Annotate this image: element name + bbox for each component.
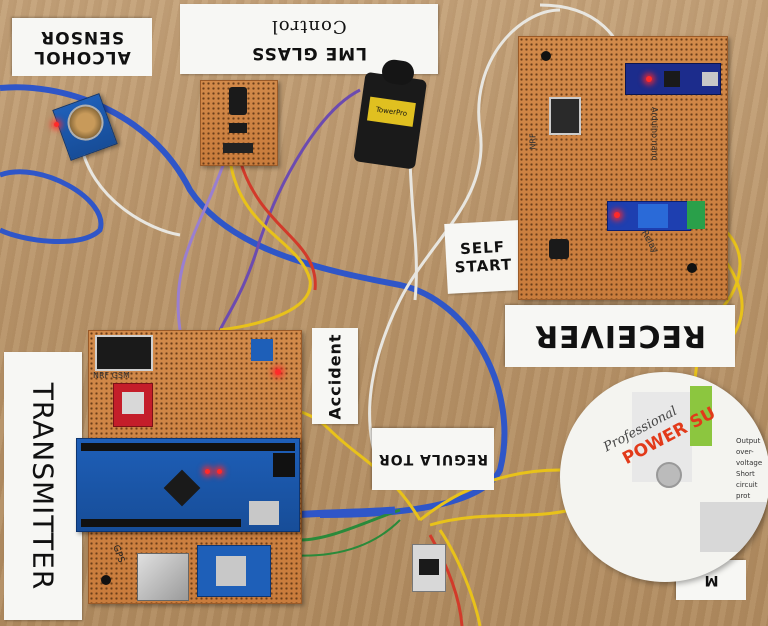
accident-sensor [251,339,273,361]
accident-text: Accident [325,332,345,420]
gps-text: GPS [110,543,126,565]
relay-module [607,201,691,231]
blue-cable-loop [0,169,104,244]
nrf-text-rx: NRF [528,133,538,150]
receiver-text: RECEIVER [533,318,707,354]
lme-glass-text: LME GLASS [251,42,367,63]
mini-usb-port [702,72,718,86]
ps-spec-lines: Output over-voltage Short circuit prot [736,436,768,502]
mega-header-top [81,443,295,451]
white-wire-receiver [368,8,561,471]
relay-cube [638,204,668,228]
mega-chip [163,469,201,507]
header-pins [223,143,253,153]
nrf-module-rx [549,97,581,135]
dc-jack [273,453,295,477]
ps-spec-line: Output over-voltage [736,437,763,467]
glass-control-pcb [200,80,278,166]
screw-hole-icon [541,51,551,61]
power-supply-green-stripe [690,386,712,446]
gps-chip-icon [216,556,246,586]
mega-led [217,469,222,474]
switch-base [229,123,247,133]
nrf-gsm-text-wrap: NRF GSM [93,371,130,380]
relay-text-wrap: Relay [639,229,660,255]
alcohol-sensor-text: ALCOHOL SENSOR [33,27,131,67]
usb-b-port [249,501,279,525]
nano-led [646,76,652,82]
voltage-regulator [412,544,446,592]
power-supply: Professional POWER SU Output over-voltag… [560,372,768,582]
regulator-text: REGULA TOR [377,451,489,467]
relay-terminal [687,201,705,229]
gps-text-wrap: GPS [110,544,126,564]
nrf-text-wrap-rx: NRF [529,133,538,149]
control-text: Control [271,15,347,37]
accident-label: Accident [312,328,358,424]
white-wire-sensor [78,139,181,237]
alcohol-sensor-label: ALCOHOL SENSOR [12,18,152,76]
mq-sensor-icon [62,99,109,146]
gsm-text: GSM [111,371,130,380]
servo-brand-text: TowerPro [375,105,408,118]
receiver-label: RECEIVER [505,305,735,367]
gps-module [197,545,271,597]
relay-led [614,212,620,218]
nrf-text-tx: NRF [93,371,110,380]
transmitter-label: TRANSMITTER [4,352,82,620]
self-start-label: SELF START [444,220,522,294]
start-button-icon [549,239,569,259]
switch-icon [229,87,247,115]
ps-spec-line: Short circuit prot [736,470,758,500]
arduino-nano-board [625,63,721,95]
transmitter-text: TRANSMITTER [26,382,60,590]
arduino-nano-text: Arduino nano [650,107,659,161]
arduino-mega-board [76,438,300,532]
arduino-nano-text-wrap: Arduino nano [647,107,659,187]
nrf-module-tx [95,335,153,371]
self-start-text: SELF START [454,237,513,277]
gps-antenna [137,553,189,601]
mega-led [205,469,210,474]
potentiometer-icon [656,462,682,488]
sensor-led [54,122,59,127]
nano-chip [664,71,680,87]
regulator-chip [419,559,439,575]
power-terminal-block [700,502,768,552]
gsm-module [113,383,153,427]
blue-cable [0,84,508,518]
screw-hole-icon [101,575,111,585]
regulator-label: REGULA TOR [372,428,494,490]
receiver-pcb: Arduino nano NRF Relay [518,36,728,300]
corner-text: M [703,572,719,588]
sim-slot-icon [122,392,144,414]
mega-header-bottom [81,519,241,527]
accident-led [275,369,281,375]
relay-text: Relay [638,228,660,256]
screw-hole-icon [687,263,697,273]
